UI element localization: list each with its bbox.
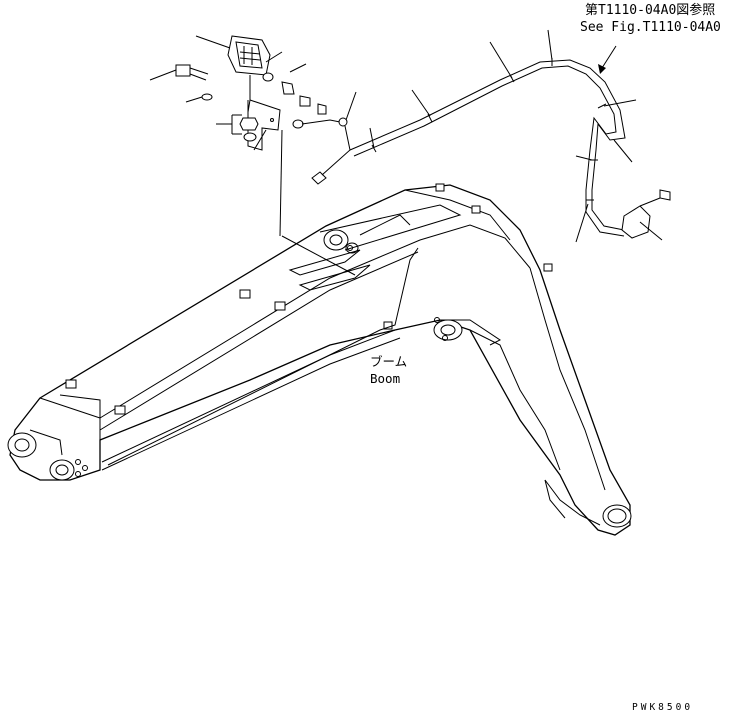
drawing-code: PWK8500 — [632, 702, 693, 713]
boom-label-en: Boom — [370, 371, 400, 386]
harness-connector — [621, 189, 671, 241]
work-lamp-group — [149, 35, 357, 151]
reference-jp: 第T1110-04A0図参照 — [585, 2, 715, 18]
boom-harness — [107, 129, 419, 466]
boom-label-jp: ブーム — [370, 354, 407, 369]
nut-and-washer — [239, 117, 259, 142]
work-lamp — [227, 35, 271, 76]
boom-assembly — [7, 183, 632, 536]
bolt — [175, 64, 209, 81]
lamp-harness — [311, 29, 637, 243]
reference-en: See Fig.T1110-04A0 — [580, 20, 721, 35]
